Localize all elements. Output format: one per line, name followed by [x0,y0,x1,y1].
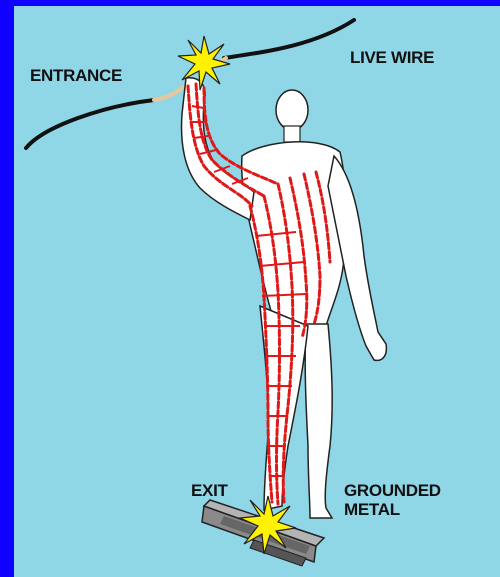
live-wire [224,20,354,58]
exit-label: EXIT [191,481,228,500]
entrance-label: ENTRANCE [30,66,122,85]
diagram-panel: ENTRANCE LIVE WIRE EXIT GROUNDED METAL [14,6,500,577]
wire-lower [26,100,154,148]
grounded-metal-label: GROUNDED METAL [344,481,484,519]
live-wire-label: LIVE WIRE [350,48,434,67]
